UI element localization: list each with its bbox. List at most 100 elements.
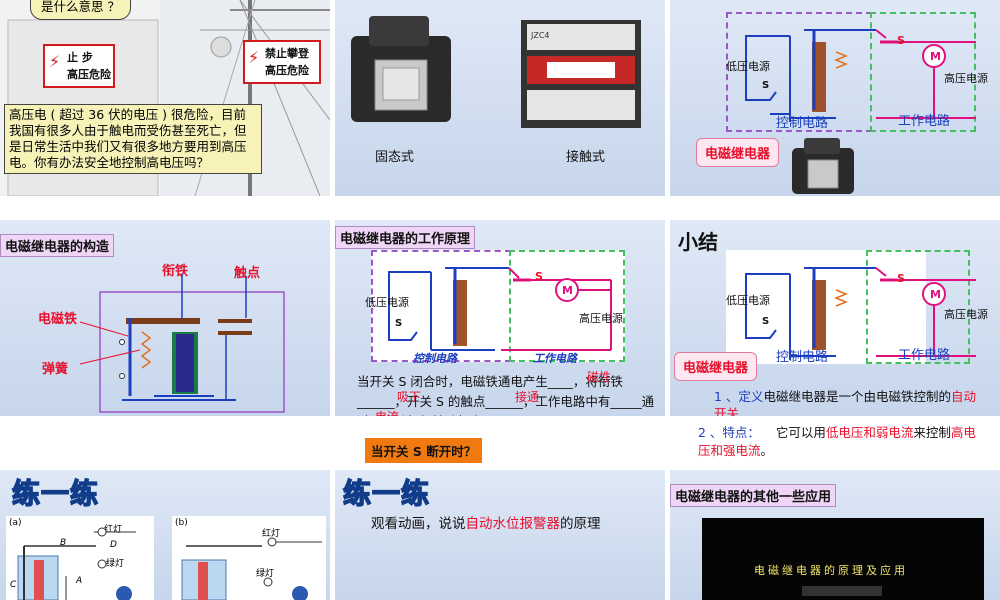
answer-attract: 吸下	[397, 390, 422, 404]
lightning-icon: ⚡	[248, 48, 260, 67]
figure-a-label: (a)	[9, 518, 22, 528]
feature-prefix: 2 、特点：	[698, 425, 760, 440]
summary-relay-diagram: M	[745, 267, 976, 360]
switch-s1-label: S	[762, 80, 770, 91]
contact-label: 触点	[234, 266, 261, 281]
warning-sign-stop: ⚡ 止 步 高压危险	[43, 44, 115, 88]
figure-a-diagram	[17, 527, 136, 600]
sign-text: 禁止攀登	[265, 47, 309, 60]
definition-text: 电磁继电器是一个由电磁铁控制的	[763, 389, 951, 404]
sign-text: 止 步	[67, 51, 93, 64]
figure-b-label: (b)	[175, 518, 188, 528]
relay-circuit-diagram: M	[745, 29, 976, 122]
control-circuit-label: 控制电路	[776, 116, 829, 131]
slide-4-thumbnail[interactable]: 电磁继电器的构造 衔铁 触点 电磁铁 弹簧	[0, 220, 330, 416]
sign-text: 高压危险	[265, 64, 309, 77]
contactor-brand-label: JZC4	[530, 31, 550, 40]
work-circuit-box	[509, 250, 625, 362]
principle-text: 当开关 S 闭合时，电磁铁通电产生____，将衔铁______，开关 S 的触点…	[357, 374, 655, 416]
motor-label: M	[562, 284, 573, 297]
green-lamp-label: 绿灯	[256, 569, 275, 579]
feature-highlight-1: 低电压和弱电流	[825, 425, 914, 440]
control-circuit-label: 控制电路	[413, 352, 457, 365]
label-a: A	[76, 576, 83, 586]
working-principle-diagram: M	[388, 267, 612, 351]
control-circuit-label: 控制电路	[776, 350, 829, 365]
video-scene	[802, 586, 882, 596]
switch-s1-label: S	[395, 318, 403, 329]
red-lamp-label: 红灯	[262, 529, 281, 539]
question-button[interactable]: 当开关 S 断开时？	[365, 438, 483, 463]
low-voltage-label: 低压电源	[726, 60, 770, 73]
warning-sign-climb: ⚡ 禁止攀登 高压危险	[243, 40, 321, 84]
instruction-highlight: 自动水位报警器	[465, 516, 561, 532]
summary-title: 小结	[678, 230, 718, 254]
switch-s1-label: S	[762, 316, 770, 327]
motor-label: M	[930, 288, 941, 301]
feature-highlight-2: 高电压和强电流	[698, 425, 976, 458]
switch-s-label: S	[897, 34, 905, 47]
spring-label: 弹簧	[42, 362, 69, 377]
figure-a-panel: (a) 红灯 绿灯 B D C A	[6, 516, 154, 600]
feature-end: 。	[760, 443, 774, 458]
motor-label: M	[930, 50, 941, 63]
relay-name-box: 电磁继电器	[674, 352, 758, 381]
switch-s-label: S	[897, 272, 905, 285]
intro-text: 高压电 ( 超过 36 伏的电压 ) 很危险，目前我国有很多人由于触电而受伤甚至…	[4, 104, 262, 174]
sign-text: 高压危险	[67, 68, 111, 81]
low-voltage-label: 低压电源	[726, 294, 770, 307]
slide-3-thumbnail[interactable]: M 低压电源 高压电源 S S 控制电路 工作电路 电磁继电器	[670, 0, 1000, 196]
slide-6-thumbnail[interactable]: 小结 M 低压电源 高压电源 S S 控制电路 工作电路 电磁继电器 1	[670, 220, 1000, 416]
slide-9-thumbnail[interactable]: 电磁继电器的其他一些应用 电磁继电器的原理及应用	[670, 470, 1000, 600]
video-caption: 电磁继电器的原理及应用	[754, 564, 908, 577]
figure-b-panel: (b) 红灯 绿灯	[172, 516, 326, 600]
slide-5-thumbnail[interactable]: 电磁继电器的工作原理 M 低压电源 高压电源 S S 控制电路 工作电路 当开关…	[335, 220, 665, 416]
slide-7-thumbnail[interactable]: 练一练 (a) 红灯 绿灯 B D C A (b) 红灯 绿	[0, 470, 330, 600]
figure-b-diagram	[181, 537, 322, 600]
high-voltage-label: 高压电源	[579, 312, 623, 325]
work-circuit-label: 工作电路	[533, 352, 577, 365]
answer-current: 电流	[375, 408, 399, 416]
electromagnet-label: 电磁铁	[38, 312, 78, 327]
contactor-relay-photo: JZC4	[521, 20, 641, 128]
label-d: D	[110, 540, 117, 550]
feature-mid: 来控制	[913, 425, 951, 440]
slide-4-header: 电磁继电器的构造	[0, 234, 115, 257]
slide-5-header: 电磁继电器的工作原理	[335, 226, 476, 249]
feature-line: 2 、特点： 它可以用低电压和弱电流来控制高电压和强电流。	[698, 424, 988, 460]
relay-name-box: 电磁继电器	[696, 138, 780, 167]
high-voltage-label: 高压电源	[944, 72, 988, 85]
slide-8-thumbnail[interactable]: 练一练 观看动画，说说自动水位报警器的原理	[335, 470, 665, 600]
solid-state-label: 固态式	[375, 150, 415, 165]
high-voltage-label: 高压电源	[944, 308, 988, 321]
definition-highlight: 自动开关	[714, 389, 976, 416]
relay-photo	[792, 138, 854, 194]
work-circuit-label: 工作电路	[898, 348, 951, 363]
question-bubble: 是什么意思 ？	[30, 0, 131, 20]
green-lamp-label: 绿灯	[106, 559, 125, 569]
slide-9-header: 电磁继电器的其他一些应用	[670, 484, 837, 507]
lightning-icon: ⚡	[49, 52, 61, 71]
answer-magnetism: 磁性	[587, 370, 612, 384]
definition-end: .	[739, 406, 743, 416]
animation-instruction: 观看动画，说说自动水位报警器的原理	[371, 512, 601, 532]
slide-1-thumbnail[interactable]: 是什么意思 ？ ⚡ 止 步 高压危险 ⚡ 禁止攀登 高压危险 高压电 ( 超过 …	[0, 0, 330, 196]
relay-structure-diagram	[79, 274, 285, 413]
work-circuit-box	[866, 250, 970, 364]
definition-line: 1 、定义电磁继电器是一个由电磁铁控制的自动开关.	[714, 388, 984, 416]
definition-prefix: 1 、定义	[714, 389, 764, 404]
slide-2-thumbnail[interactable]: JZC4 固态式 接触式	[335, 0, 665, 196]
practice-title: 练一练	[11, 476, 100, 510]
video-player[interactable]: 电磁继电器的原理及应用	[702, 518, 984, 600]
red-lamp-label: 红灯	[104, 525, 123, 535]
low-voltage-label: 低压电源	[365, 296, 409, 309]
contactor-label: 接触式	[566, 150, 606, 165]
label-c: C	[10, 580, 17, 590]
solid-state-relay-photo	[351, 16, 451, 122]
feature-text: 它可以用	[775, 425, 826, 440]
instruction-suffix: 的原理	[560, 516, 601, 532]
switch-s-label: S	[535, 270, 543, 283]
work-circuit-label: 工作电路	[898, 114, 951, 129]
answer-close: 接通	[515, 390, 540, 404]
